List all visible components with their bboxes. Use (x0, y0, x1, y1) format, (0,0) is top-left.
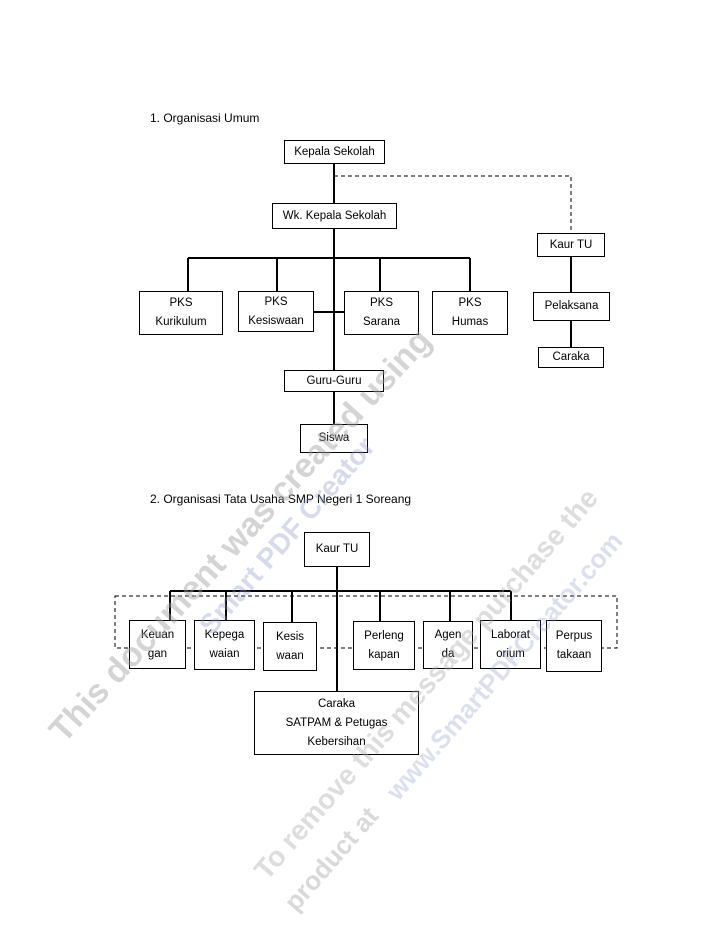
laboratorium-box: Laborat orium (480, 620, 541, 669)
pks-kesiswaan-box: PKS Kesiswaan (238, 291, 314, 332)
caraka-satpam-box: Caraka SATPAM & Petugas Kebersihan (254, 691, 419, 755)
kesiswaan-box: Kesis waan (263, 622, 317, 671)
pks-sarana-box: PKS Sarana (344, 291, 419, 335)
pks-humas-box: PKS Humas (432, 291, 508, 335)
wakil-kepala-sekolah-box: Wk. Kepala Sekolah (272, 203, 397, 229)
caraka-box: Caraka (538, 347, 604, 368)
keuangan-box: Keuan gan (129, 620, 186, 669)
pks-kurikulum-box: PKS Kurikulum (139, 291, 223, 335)
kepegawaian-box: Kepega waian (194, 620, 255, 670)
agenda-box: Agen da (423, 621, 473, 669)
perlengkapan-box: Perleng kapan (353, 621, 415, 670)
pelaksana-box: Pelaksana (533, 292, 610, 321)
kaur-tu-box-2: Kaur TU (304, 532, 370, 567)
guru-guru-box: Guru-Guru (284, 370, 384, 392)
section-1-heading: 1. Organisasi Umum (150, 111, 260, 125)
perpustakaan-box: Perpus takaan (546, 620, 602, 672)
kaur-tu-box: Kaur TU (537, 233, 605, 257)
kepala-sekolah-box: Kepala Sekolah (284, 140, 385, 164)
siswa-box: Siswa (300, 424, 368, 453)
section-2-heading: 2. Organisasi Tata Usaha SMP Negeri 1 So… (150, 492, 412, 506)
